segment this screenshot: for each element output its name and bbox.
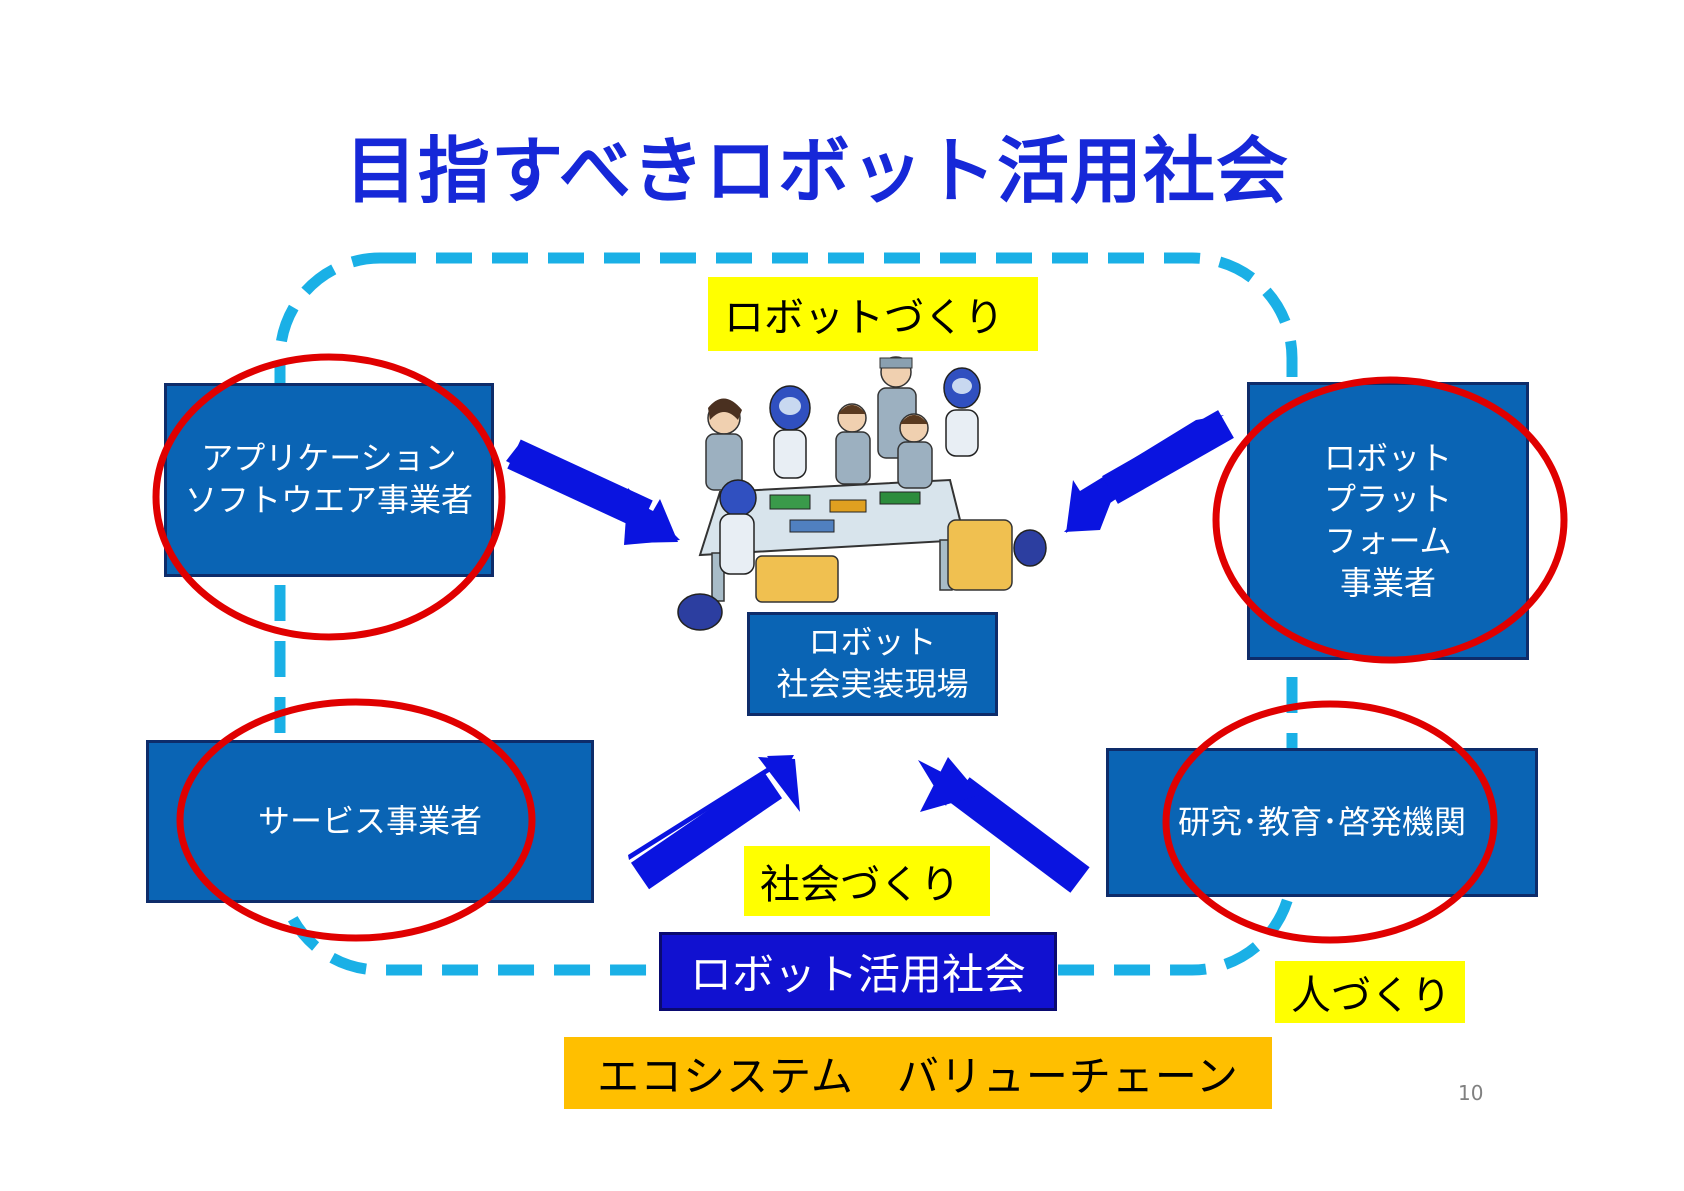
people-making-label: 人づくり bbox=[1275, 961, 1465, 1023]
ecosystem-label: エコシステム バリューチェーン bbox=[564, 1037, 1272, 1109]
ellipse-app-software bbox=[152, 353, 506, 641]
society-making-label: 社会づくり bbox=[744, 846, 990, 916]
service-box: サービス事業者 bbox=[146, 740, 594, 903]
robot-making-label: ロボットづくり bbox=[708, 277, 1038, 351]
arrow-app-head bbox=[624, 488, 680, 545]
app-software-box: アプリケーション ソフトウエア事業者 bbox=[164, 383, 494, 577]
arrow-service-head bbox=[758, 757, 800, 812]
ellipse-robot-platform bbox=[1212, 376, 1568, 664]
robot-site-box: ロボット 社会実装現場 bbox=[747, 612, 998, 716]
ellipse-research bbox=[1162, 700, 1498, 944]
robot-society-label: ロボット活用社会 bbox=[659, 932, 1057, 1011]
arrow-service-shaft bbox=[630, 771, 783, 890]
ellipse-service bbox=[176, 698, 536, 942]
arrow-research-head bbox=[920, 757, 980, 812]
arrow-platform-head bbox=[1064, 468, 1124, 532]
arrow-research-shaft bbox=[950, 777, 1090, 893]
arrow-platform-shaft bbox=[1102, 410, 1234, 504]
page-number: 10 bbox=[1458, 1081, 1484, 1105]
arrow-app-shaft bbox=[507, 439, 653, 530]
robot-workshop-illustration bbox=[677, 356, 1047, 631]
page-title: 目指すべきロボット活用社会 bbox=[345, 129, 1289, 213]
